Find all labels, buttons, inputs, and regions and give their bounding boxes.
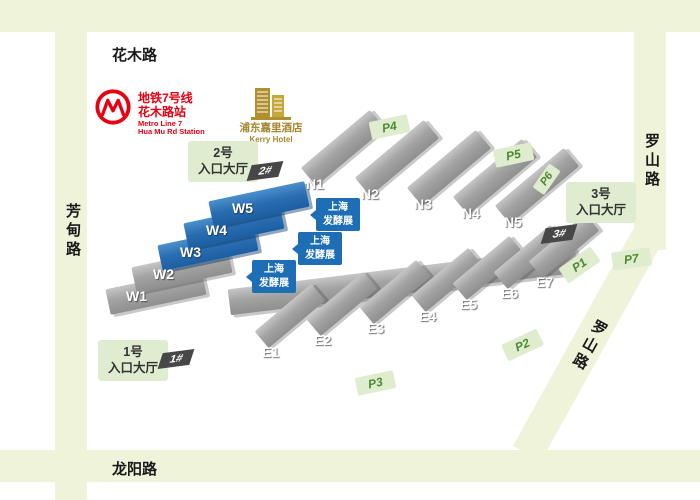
hall-e5-label: E5	[460, 296, 478, 312]
metro-logo-icon	[94, 88, 132, 131]
hall-n4-label: N4	[462, 205, 480, 221]
hall-e4-label: E4	[419, 308, 437, 324]
hall-e1-label: E1	[262, 344, 280, 360]
road-label-luoshan: 罗山路	[643, 133, 660, 190]
expo-tag-line2: 发酵展	[305, 249, 335, 261]
entrance-2-text: 入口大厅	[198, 162, 249, 177]
hall-n2-label: N2	[361, 186, 379, 202]
entrance-1-text: 入口大厅	[108, 361, 159, 376]
hall-w4-label: W4	[206, 222, 227, 238]
hotel-label: 浦东嘉里酒店 Kerry Hotel	[226, 122, 316, 144]
metro-station-cn: 花木路站	[138, 104, 187, 119]
pointer-left-icon	[310, 209, 316, 220]
hall-e6-label: E6	[501, 285, 519, 301]
hall-n3-label: N3	[414, 196, 432, 212]
entrance-1-label: 1号 入口大厅	[98, 340, 169, 381]
expo-tag-w4: 上海 发酵展	[292, 232, 342, 265]
hotel-name-cn: 浦东嘉里酒店	[239, 122, 303, 134]
hall-n1-label: N1	[306, 176, 324, 192]
entrance-3-number: 3号	[591, 187, 611, 201]
parking-p3: P3	[354, 370, 397, 396]
hall-e3-label: E3	[367, 320, 385, 336]
entrance-1-number: 1号	[123, 345, 143, 359]
expo-tag-w3: 上海 发酵展	[246, 260, 296, 293]
entrance-3-label: 3号 入口大厅	[566, 182, 637, 223]
hall-w2-label: W2	[153, 266, 174, 282]
expo-tag-line2: 发酵展	[259, 277, 289, 289]
metro-line-cn: 地铁7号线	[138, 91, 193, 105]
metro-station-label: 地铁7号线 花木路站 Metro Line 7 Hua Mu Rd Statio…	[138, 91, 205, 137]
road-label-fangdian: 芳甸路	[64, 203, 81, 260]
expo-tag-w5: 上海 发酵展	[310, 198, 360, 231]
pointer-left-icon	[246, 271, 252, 282]
expo-tag-line1: 上海	[328, 202, 348, 213]
expo-tag-line1: 上海	[264, 264, 284, 275]
road-longyang	[0, 450, 700, 482]
road-label-huamu: 花木路	[112, 47, 158, 64]
hall-e7-label: E7	[536, 274, 554, 290]
road-label-longyang: 龙阳路	[112, 461, 158, 478]
expo-tag-line2: 发酵展	[323, 215, 353, 227]
hall-n5-label: N5	[504, 214, 522, 230]
expo-tag-line1: 上海	[310, 236, 330, 247]
pointer-left-icon	[292, 243, 298, 254]
hall-w3-label: W3	[180, 244, 201, 260]
metro-station-en: Hua Mu Rd Station	[138, 127, 205, 137]
road-luoshan-vertical	[634, 0, 666, 250]
parking-p2: P2	[501, 328, 544, 362]
road-huamu	[0, 0, 700, 32]
road-fangdian	[55, 0, 87, 500]
hotel-name-en: Kerry Hotel	[249, 134, 293, 144]
road-label-luoshan-diagonal: 罗山路	[567, 316, 610, 375]
metro-line-en: Metro Line 7	[138, 118, 183, 128]
entrance-2-label: 2号 入口大厅	[188, 141, 259, 182]
hall-w1-label: W1	[126, 288, 147, 304]
hall-e2-label: E2	[314, 332, 332, 348]
entrance-2-number: 2号	[213, 146, 233, 160]
hotel-building-icon	[248, 84, 294, 127]
entrance-3-text: 入口大厅	[576, 203, 627, 218]
hall-w5-label: W5	[232, 200, 253, 216]
